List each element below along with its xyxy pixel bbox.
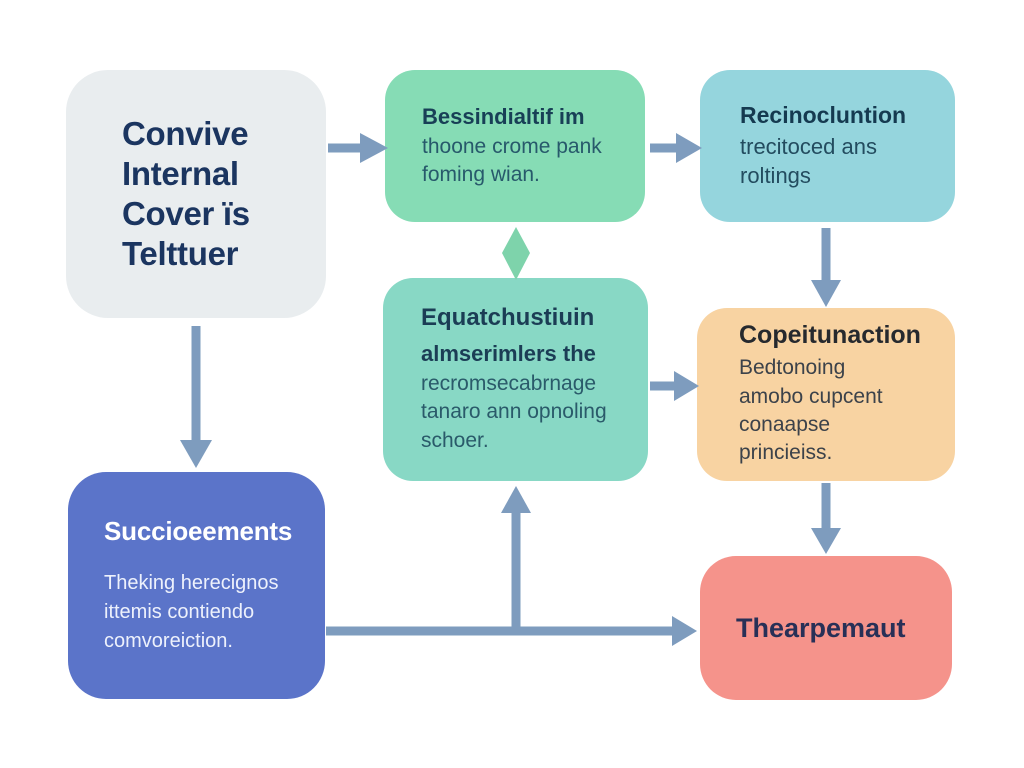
node-copeitunaction: Copeitunaction Bedtonoing amobo cupcent … bbox=[697, 308, 955, 481]
node-succioeements-body: Theking herecignos ittemis contiendo com… bbox=[104, 571, 279, 652]
arrowhead-right-1 bbox=[360, 133, 388, 163]
node-copeitunaction-title: Copeitunaction bbox=[739, 321, 921, 350]
arrowhead-right-4 bbox=[672, 616, 697, 646]
arrowhead-down-1 bbox=[811, 280, 841, 307]
arrowhead-down-2 bbox=[811, 528, 841, 554]
node-succioeements-title: Succioeements bbox=[104, 515, 293, 546]
node-recinocluntion-title: Recinocluntion bbox=[740, 101, 907, 128]
node-bessindialtif-body: thoone crome pank foming wian. bbox=[422, 134, 602, 186]
node-recinocluntion: Recinocluntion trecitoced ans roltings bbox=[700, 70, 955, 222]
diamond-connector bbox=[502, 227, 530, 280]
node-convive-title: Convive Internal Cover ïs Telttuer bbox=[122, 115, 250, 272]
node-recinocluntion-body: trecitoced ans roltings bbox=[740, 133, 877, 188]
node-thearpemaut: Thearpemaut bbox=[700, 556, 952, 700]
node-copeitunaction-body: Bedtonoing amobo cupcent conaapse princi… bbox=[739, 356, 883, 465]
arrowhead-down-3 bbox=[180, 440, 212, 468]
node-succioeements: Succioeements Theking herecignos ittemis… bbox=[68, 472, 325, 699]
node-equatchustiuin-body: recromsecabrnage tanaro ann opnoling sch… bbox=[421, 371, 607, 452]
node-equatchustiuin-title: Equatchustiuin bbox=[421, 303, 595, 331]
node-thearpemaut-title: Thearpemaut bbox=[736, 612, 906, 643]
node-bessindialtif: Bessindialtif im thoone crome pank fomin… bbox=[385, 70, 645, 222]
node-equatchustiuin: Equatchustiuin almserimlers the recromse… bbox=[383, 278, 648, 481]
arrowhead-right-2 bbox=[676, 133, 702, 163]
arrowhead-up-1 bbox=[501, 486, 531, 513]
node-equatchustiuin-subtitle: almserimlers the bbox=[421, 340, 596, 366]
arrowhead-right-3 bbox=[674, 371, 699, 401]
node-convive: Convive Internal Cover ïs Telttuer bbox=[66, 70, 326, 318]
node-bessindialtif-title: Bessindialtif im bbox=[422, 103, 585, 129]
